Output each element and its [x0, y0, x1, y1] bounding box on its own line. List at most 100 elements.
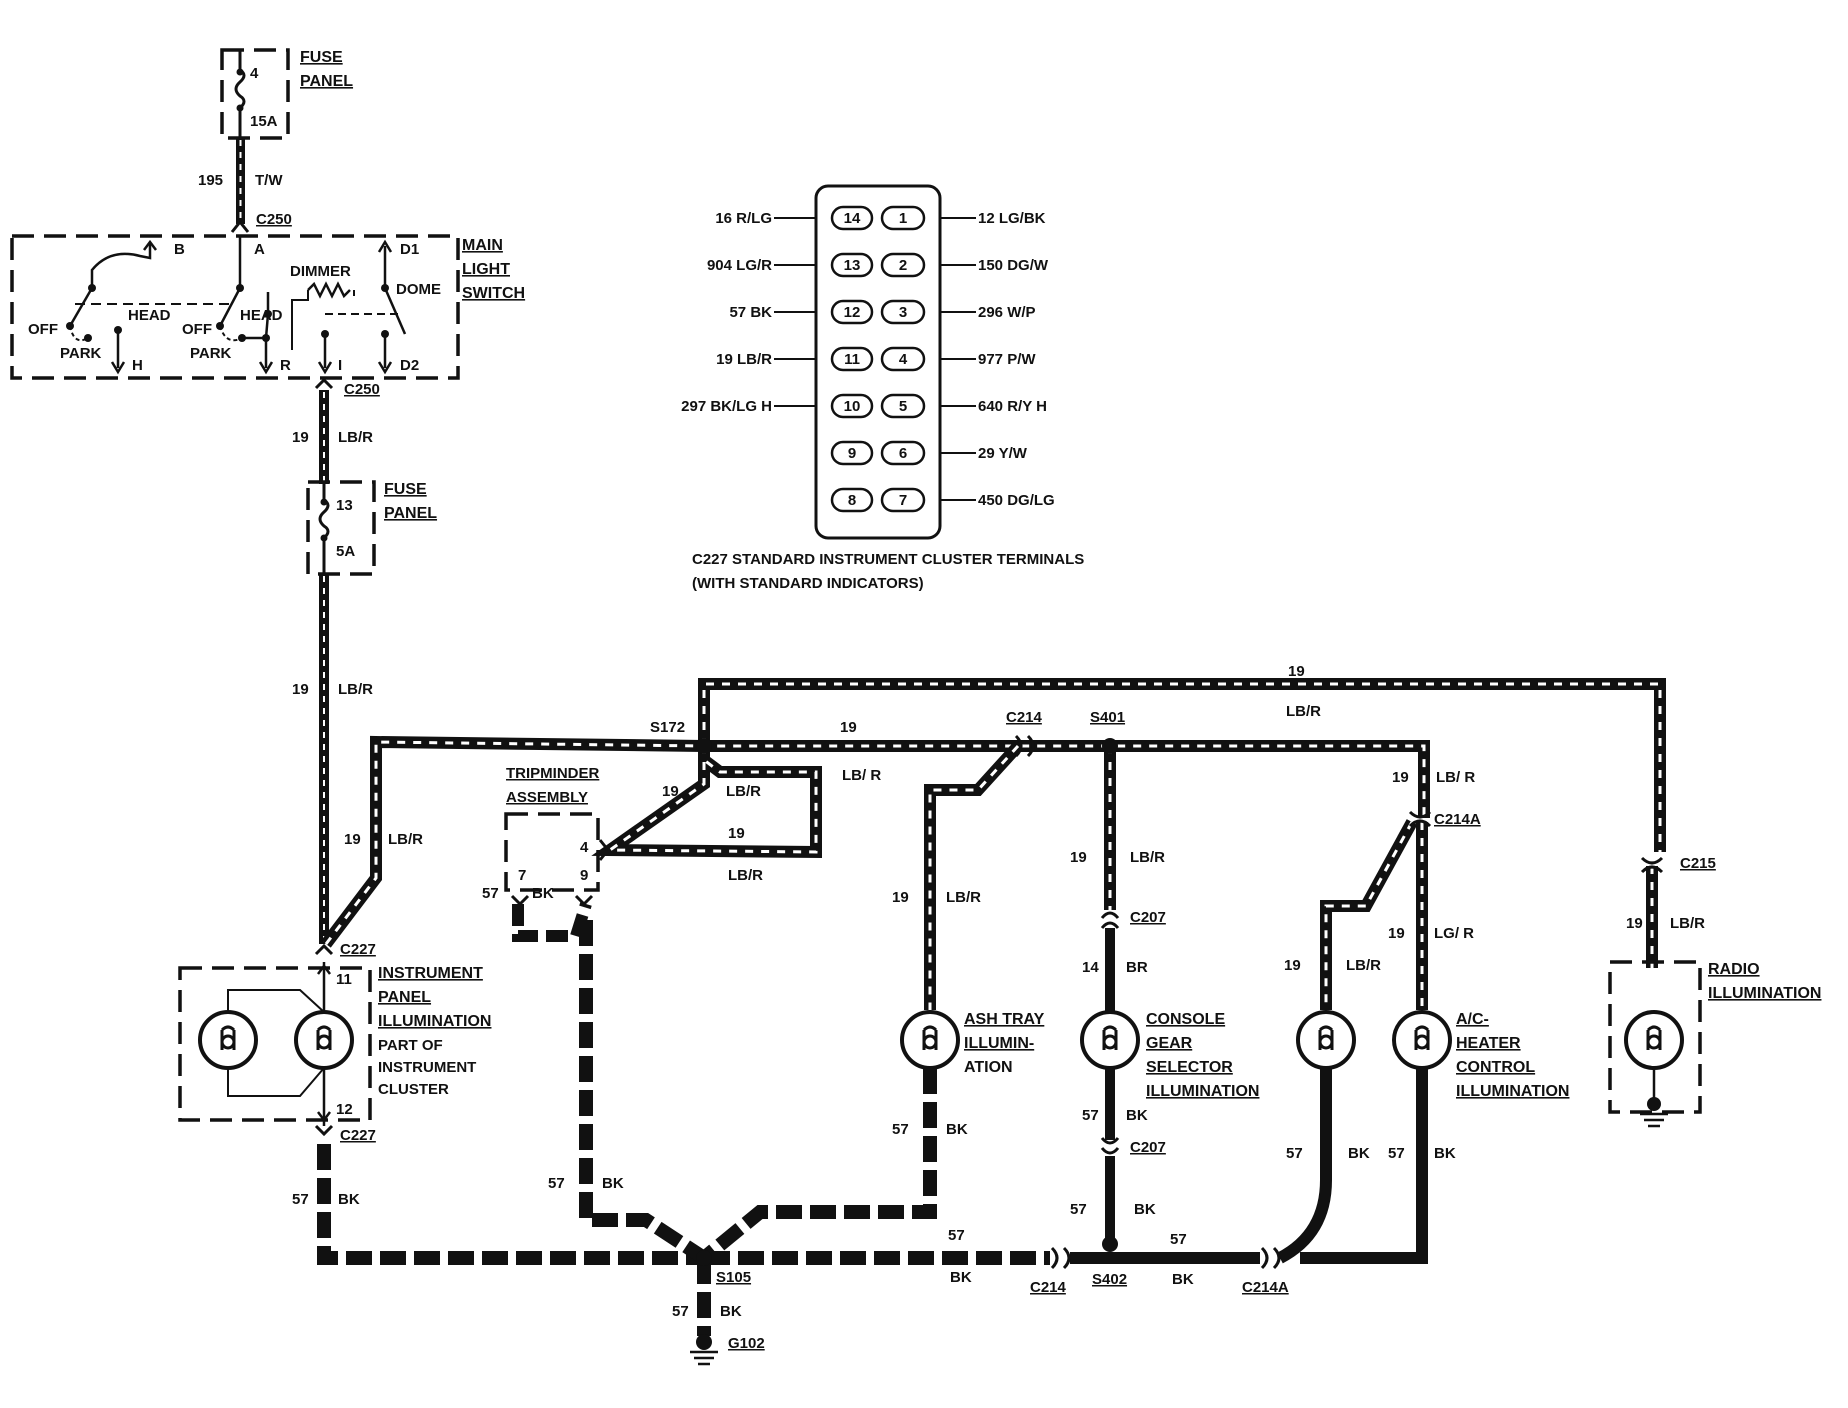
- pos-dimmer: DIMMER: [290, 263, 351, 280]
- fuse-panel-top: 4 15A FUSE PANEL: [220, 48, 353, 140]
- ip-feed-circuit: 19: [344, 831, 361, 848]
- c227-pin-right: 1: [899, 210, 907, 227]
- pos-head-1: HEAD: [128, 307, 171, 324]
- c227-pin-box: [880, 346, 926, 372]
- trip-ret-color: BK: [602, 1175, 624, 1192]
- ac-gnd-r-circuit: 57: [1388, 1145, 1405, 1162]
- ac-label-4: ILLUMINATION: [1456, 1083, 1569, 1100]
- trip-ret-circuit: 57: [548, 1175, 565, 1192]
- c214-top-label: C214: [1006, 709, 1043, 726]
- pos-park-2: PARK: [190, 345, 232, 362]
- c227-wire-label-right: 296 W/P: [978, 304, 1036, 321]
- s401-splice: [1102, 738, 1118, 754]
- c227-pin-box: [880, 393, 926, 419]
- pos-off-2: OFF: [182, 321, 212, 338]
- c250-bottom: C250: [344, 381, 380, 398]
- fuse-top-label-1: FUSE: [300, 49, 343, 66]
- c227-pin-box: [830, 299, 874, 325]
- console-circuit: 19: [1070, 849, 1087, 866]
- wire-19-b-color: LB/R: [338, 681, 373, 698]
- ac-label-1: A/C-: [1456, 1011, 1489, 1028]
- ip-c227-bottom: C227: [340, 1127, 376, 1144]
- c227-pin-box: [830, 393, 874, 419]
- trip-loop-color-2: LB/R: [728, 867, 763, 884]
- c214-bottom-label: C214: [1030, 1279, 1067, 1296]
- ip-label-5: INSTRUMENT: [378, 1059, 476, 1076]
- c227-wire-label-right: 150 DG/W: [978, 257, 1049, 274]
- ash-tray-illumination: ASH TRAY ILLUMIN- ATION: [900, 1010, 1045, 1076]
- top-bus-circuit: 19: [1288, 663, 1305, 680]
- g102-circuit: 57: [672, 1303, 689, 1320]
- wire-19-fuse-c227: 19 LB/R: [292, 574, 373, 944]
- c227-pin-left: 11: [844, 351, 860, 368]
- pos-dome: DOME: [396, 281, 441, 298]
- c215-label: C215: [1680, 855, 1716, 872]
- term-d1: D1: [400, 241, 419, 258]
- bus-wires: 19 LB/R 19 LB/R 19 LB/ R 19 LB/R 19 LB/R…: [321, 663, 1705, 1010]
- fuse-mid-label-1: FUSE: [384, 481, 427, 498]
- wire-195-color: T/W: [255, 172, 283, 189]
- c227-wire-label-left: 297 BK/LG H: [681, 398, 772, 415]
- fuse-top-number: 4: [250, 65, 259, 82]
- c227-title-2: (WITH STANDARD INDICATORS): [692, 575, 924, 592]
- c227-pin-left: 10: [844, 398, 861, 415]
- ground-wiring: 57 BK 57 BK 57 BK 57 BK 57 BK S105 C214 …: [292, 885, 1456, 1366]
- radio-circuit: 19: [1626, 915, 1643, 932]
- s105-splice: [696, 1250, 712, 1266]
- pos-park-1: PARK: [60, 345, 102, 362]
- ash-gnd-circuit: 57: [892, 1121, 909, 1138]
- s172-label: S172: [650, 719, 685, 736]
- console-label-3: SELECTOR: [1146, 1059, 1233, 1076]
- term-r: R: [280, 357, 291, 374]
- c227-pin-left: 13: [844, 257, 861, 274]
- s402-splice: [1102, 1236, 1118, 1252]
- trip-pin-7: 7: [518, 867, 526, 884]
- ash-gnd-color: BK: [946, 1121, 968, 1138]
- radio-color: LB/R: [1670, 915, 1705, 932]
- fuse-mid-label-2: PANEL: [384, 505, 437, 522]
- ip-feed-color: LB/R: [388, 831, 423, 848]
- c227-wire-label-left: 904 LG/R: [707, 257, 772, 274]
- term-a: A: [254, 241, 265, 258]
- c227-wire-label-left: 16 R/LG: [715, 210, 772, 227]
- wire-19-switch-fuse: 19 LB/R: [292, 390, 373, 484]
- console-label-4: ILLUMINATION: [1146, 1083, 1259, 1100]
- switch-label-3: SWITCH: [462, 285, 525, 302]
- term-b: B: [174, 241, 185, 258]
- bus-nodes: S172 C214 S401 C214A C215: [650, 709, 1716, 874]
- c207-b: C207: [1130, 1139, 1166, 1156]
- console-gnd-circuit: 57: [1082, 1107, 1099, 1124]
- console-br-color: BR: [1126, 959, 1148, 976]
- ash-color: LB/R: [946, 889, 981, 906]
- term-i: I: [338, 357, 342, 374]
- trip-label-2: ASSEMBLY: [506, 789, 588, 806]
- c227-pin-right: 3: [899, 304, 907, 321]
- c227-pin-box: [830, 252, 874, 278]
- ac-left-circuit: 19: [1284, 957, 1301, 974]
- ac-label-3: CONTROL: [1456, 1059, 1535, 1076]
- trip-loop-color-1: LB/R: [726, 783, 761, 800]
- c227-pin-box: [880, 487, 926, 513]
- tripminder-assembly: TRIPMINDER ASSEMBLY 4 7 9: [504, 765, 610, 907]
- ip-pin-11: 11: [336, 971, 352, 988]
- trip-loop-circuit-2: 19: [728, 825, 745, 842]
- wire-195: 195 T/W: [198, 138, 283, 224]
- c227-pin-box: [830, 346, 874, 372]
- ash-label-2: ILLUMIN-: [964, 1035, 1034, 1052]
- trip-feed-circuit: 19: [662, 783, 679, 800]
- trip-gnd-color: BK: [532, 885, 554, 902]
- c227-pin-box: [830, 440, 874, 466]
- c227-pin-right: 5: [899, 398, 907, 415]
- wire-19-a-color: LB/R: [338, 429, 373, 446]
- c227-pin-left: 9: [848, 445, 856, 462]
- fuse-panel-mid: 13 5A FUSE PANEL: [306, 480, 437, 576]
- c250-top: C250: [256, 211, 292, 228]
- radio-label-1: RADIO: [1708, 961, 1760, 978]
- ash-circuit: 19: [892, 889, 909, 906]
- right-gnd-color: BK: [1172, 1271, 1194, 1288]
- right-gnd-circuit: 57: [1170, 1231, 1187, 1248]
- c227-pin-right: 6: [899, 445, 907, 462]
- fuse-top-label-2: PANEL: [300, 73, 353, 90]
